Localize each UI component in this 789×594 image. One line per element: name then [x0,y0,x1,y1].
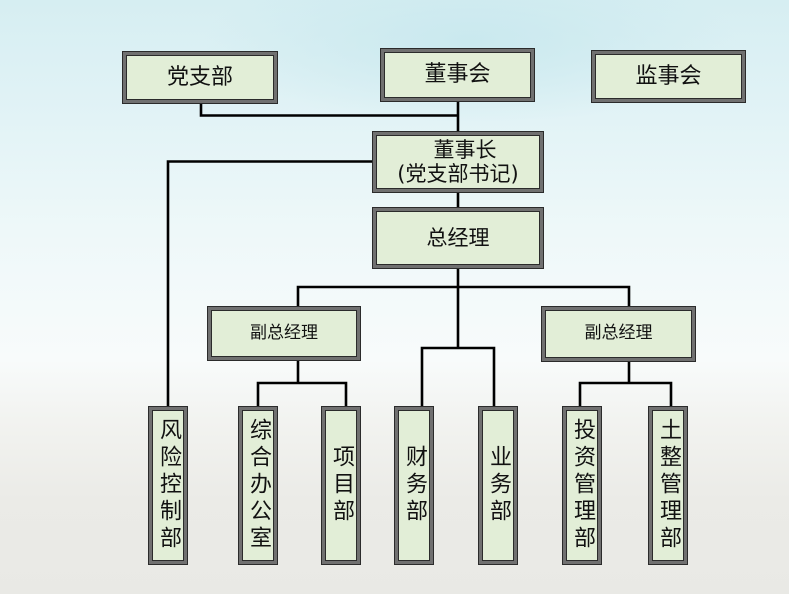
node-dept-business: 业务部 [478,406,518,565]
node-party-branch: 党支部 [122,51,278,104]
connector-vgm-right-children [578,381,673,407]
node-label: 党支部 [166,64,233,90]
connector-gm-to-vice-gms [296,285,631,307]
node-sublabel: (党支部书记) [397,162,519,186]
node-label: 土整管理部 [656,418,681,553]
node-label: 董事长 [433,137,497,162]
node-dept-projects: 项目部 [321,406,361,565]
connector-chairman-to-risk-control [166,160,373,407]
connector-party-branch-to-board [199,103,458,117]
node-label: 副总经理 [250,322,318,343]
connector-gm-to-finance-business [420,346,496,407]
node-supervisory-board: 监事会 [591,50,746,103]
node-label: 总经理 [426,225,490,250]
node-label: 副总经理 [584,323,653,344]
node-label: 业务部 [486,445,511,526]
node-dept-land-consolidation: 土整管理部 [648,406,688,565]
node-label: 项目部 [329,445,354,526]
node-vice-gm-left: 副总经理 [207,306,361,361]
node-label: 投资管理部 [570,418,595,553]
node-dept-general-office: 综合办公室 [238,406,278,565]
node-label: 财务部 [402,445,427,526]
node-dept-investment-management: 投资管理部 [562,406,602,565]
node-general-manager: 总经理 [372,207,544,269]
node-board: 董事会 [380,48,535,102]
connector-vgm-left-children [256,381,348,407]
node-vice-gm-right: 副总经理 [541,306,696,362]
node-chairman: 董事长 (党支部书记) [372,131,544,193]
node-label: 监事会 [635,63,702,89]
node-dept-finance: 财务部 [394,406,434,565]
node-dept-risk-control: 风险控制部 [148,406,188,565]
node-label: 风险控制部 [156,418,181,553]
node-label: 董事会 [424,62,491,88]
node-label: 综合办公室 [246,418,271,553]
